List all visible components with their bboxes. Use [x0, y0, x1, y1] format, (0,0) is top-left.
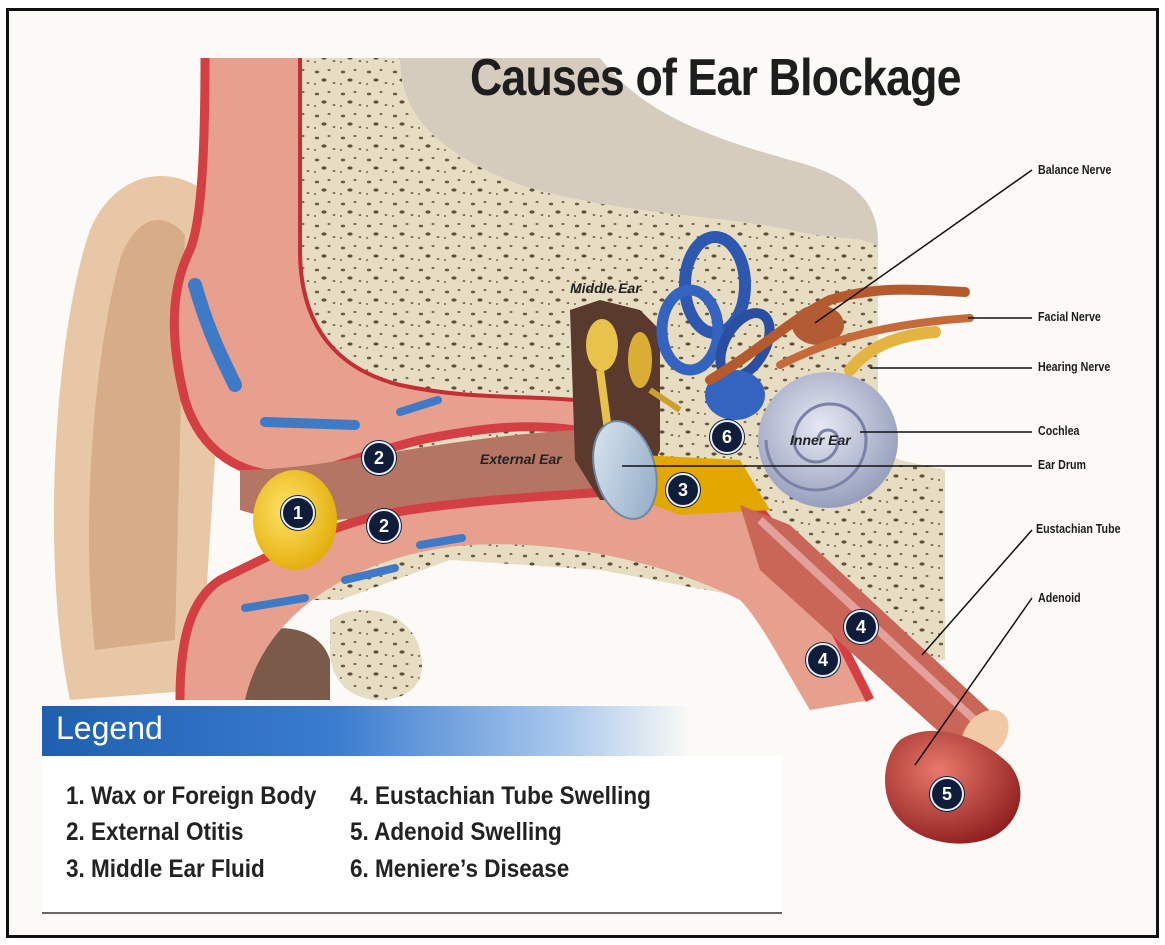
lower-bone	[330, 610, 422, 700]
marker-5: 5	[930, 777, 964, 811]
label-middle-ear: Middle Ear	[570, 280, 641, 296]
marker-1: 1	[281, 496, 315, 530]
legend-item-3: 3. Middle Ear Fluid	[66, 855, 265, 884]
vein-2	[265, 422, 355, 425]
marker-4-lower: 4	[806, 643, 840, 677]
callout-adenoid: Adenoid	[1038, 590, 1081, 605]
legend-item-4: 4. Eustachian Tube Swelling	[350, 782, 651, 811]
legend-item-6: 6. Meniere’s Disease	[350, 855, 569, 884]
legend-item-2: 2. External Otitis	[66, 818, 244, 847]
diagram-title: Causes of Ear Blockage	[470, 48, 961, 108]
legend-item-5: 5. Adenoid Swelling	[350, 818, 562, 847]
callout-balance-nerve: Balance Nerve	[1038, 162, 1111, 177]
label-external-ear: External Ear	[480, 451, 562, 467]
callout-ear-drum: Ear Drum	[1038, 457, 1086, 472]
marker-3: 3	[666, 473, 700, 507]
callout-cochlea: Cochlea	[1038, 423, 1079, 438]
callout-eustachian-tube: Eustachian Tube	[1036, 521, 1121, 536]
marker-4-upper: 4	[844, 610, 878, 644]
marker-2-lower: 2	[367, 509, 401, 543]
label-inner-ear: Inner Ear	[790, 432, 851, 448]
malleus	[586, 319, 618, 371]
callout-facial-nerve: Facial Nerve	[1038, 309, 1101, 324]
marker-6: 6	[710, 420, 744, 454]
incus	[628, 332, 652, 388]
marker-2-upper: 2	[362, 441, 396, 475]
callout-hearing-nerve: Hearing Nerve	[1038, 359, 1110, 374]
legend-item-1: 1. Wax or Foreign Body	[66, 782, 316, 811]
legend-title: Legend	[56, 710, 163, 747]
